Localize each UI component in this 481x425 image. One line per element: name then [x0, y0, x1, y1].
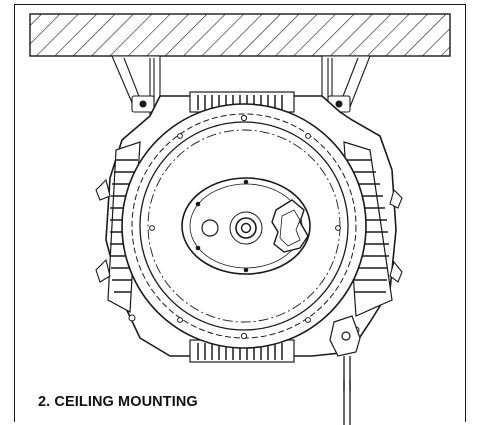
illustration-frame [14, 4, 466, 422]
junction-box-icon [329, 315, 361, 357]
ceiling-slab [29, 13, 451, 57]
figure-caption: 2. CEILING MOUNTING [38, 394, 198, 410]
fan-hub-icon [181, 177, 311, 275]
power-cable-lower [343, 380, 351, 425]
power-cable [343, 356, 351, 391]
